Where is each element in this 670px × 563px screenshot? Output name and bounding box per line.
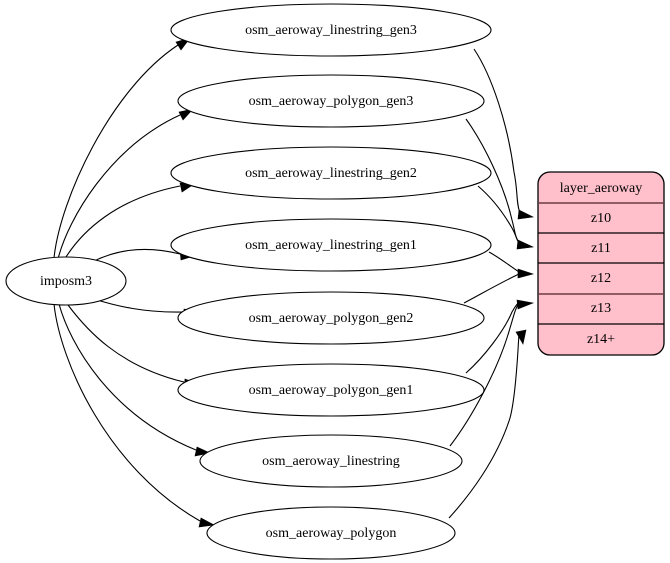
node-osm-aeroway-polygon-label: osm_aeroway_polygon [266,526,397,541]
edge-imposm3-to-linestring-gen1 [91,248,181,263]
edge-polygon-gen2-to-z12 [463,273,520,304]
layer-aeroway-row-z13[interactable]: z13 [591,301,611,316]
node-osm-aeroway-linestring-gen2[interactable]: osm_aeroway_linestring_gen2 [170,146,492,200]
edge-imposm3-to-linestring [58,303,197,451]
edge-imposm3-to-linestring-gen2 [65,185,181,258]
node-osm-aeroway-polygon-gen3-shape[interactable] [177,74,485,128]
node-osm-aeroway-linestring-gen1-label: osm_aeroway_linestring_gen1 [245,238,417,253]
node-osm-aeroway-linestring-gen2-label: osm_aeroway_linestring_gen2 [245,166,417,181]
edge-group-to-layer [448,48,535,519]
node-osm-aeroway-linestring-gen3-label: osm_aeroway_linestring_gen3 [245,23,417,38]
layer-aeroway-row-z12[interactable]: z12 [591,271,611,286]
edge-imposm3-to-polygon-gen1 [67,304,185,383]
edge-imposm3-to-linestring-gen3 [53,44,179,259]
edge-imposm3-to-polygon-gen2 [93,298,185,313]
node-osm-aeroway-polygon-gen2[interactable]: osm_aeroway_polygon_gen2 [177,291,485,345]
node-osm-aeroway-linestring-gen1[interactable]: osm_aeroway_linestring_gen1 [170,218,492,272]
arrowhead-z14 [515,329,527,345]
node-osm-aeroway-linestring[interactable]: osm_aeroway_linestring [199,434,463,488]
arrowhead-z10 [517,209,535,220]
layer-aeroway-row-z11[interactable]: z11 [591,241,611,256]
arrowhead-polygon [198,517,215,528]
node-osm-aeroway-linestring-gen3-shape[interactable] [170,3,492,57]
edge-imposm3-to-polygon-gen3 [57,114,181,260]
edge-polygon-to-z14 [448,332,520,519]
node-osm-aeroway-polygon[interactable]: osm_aeroway_polygon [206,506,456,560]
node-osm-aeroway-linestring-gen2-shape[interactable] [170,146,492,200]
node-imposm3-shape[interactable] [5,256,127,306]
node-osm-aeroway-polygon-gen3-label: osm_aeroway_polygon_gen3 [249,94,414,109]
node-osm-aeroway-linestring-gen1-shape[interactable] [170,218,492,272]
node-osm-aeroway-polygon-gen1-shape[interactable] [177,363,485,417]
edge-linestring-gen1-to-z12 [488,251,520,273]
node-osm-aeroway-polygon-gen1[interactable]: osm_aeroway_polygon_gen1 [177,363,485,417]
layer-aeroway-row-z14plus[interactable]: z14+ [587,332,615,347]
layer-aeroway-row-z10[interactable]: z10 [591,211,611,226]
arrowhead-polygon-gen3 [178,108,194,121]
node-osm-aeroway-linestring-gen3[interactable]: osm_aeroway_linestring_gen3 [170,3,492,57]
layer-aeroway-header-label: layer_aeroway [560,181,642,196]
arrowhead-z12 [517,268,535,279]
node-imposm3[interactable]: imposm3 [5,256,127,306]
node-osm-aeroway-linestring-shape[interactable] [199,434,463,488]
node-osm-aeroway-polygon-gen1-label: osm_aeroway_polygon_gen1 [249,383,414,398]
node-osm-aeroway-polygon-gen2-shape[interactable] [177,291,485,345]
edge-linestring-gen2-to-z11 [477,185,520,244]
edge-imposm3-to-polygon [53,303,201,522]
node-osm-aeroway-linestring-label: osm_aeroway_linestring [262,454,400,469]
node-imposm3-label: imposm3 [40,274,92,289]
node-osm-aeroway-polygon-shape[interactable] [206,506,456,560]
node-osm-aeroway-polygon-gen3[interactable]: osm_aeroway_polygon_gen3 [177,74,485,128]
edge-linestring-to-z13 [449,302,520,447]
node-layer-aeroway[interactable]: layer_aeroway z10 z11 z12 z13 z14+ [537,171,665,356]
edge-linestring-gen3-to-z10 [473,48,521,214]
node-osm-aeroway-polygon-gen2-label: osm_aeroway_polygon_gen2 [249,311,414,326]
arrowhead-z13 [516,299,535,310]
arrowhead-z11-a [516,239,535,250]
